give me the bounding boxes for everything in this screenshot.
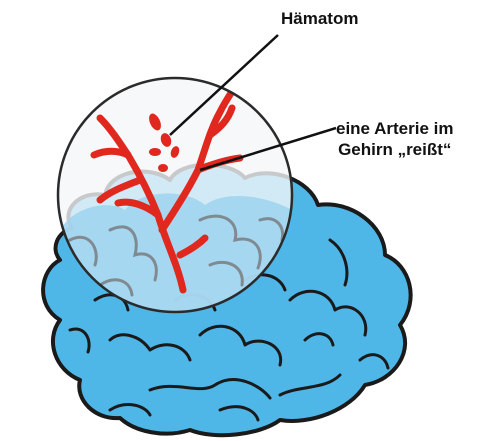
label-hematoma: Hämatom — [281, 8, 358, 29]
label-artery-line2: Gehirn „reißt“ — [336, 139, 453, 160]
label-artery: eine Arterie im Gehirn „reißt“ — [336, 118, 453, 160]
label-artery-line1: eine Arterie im — [336, 118, 453, 139]
magnifier-circle — [58, 78, 292, 312]
